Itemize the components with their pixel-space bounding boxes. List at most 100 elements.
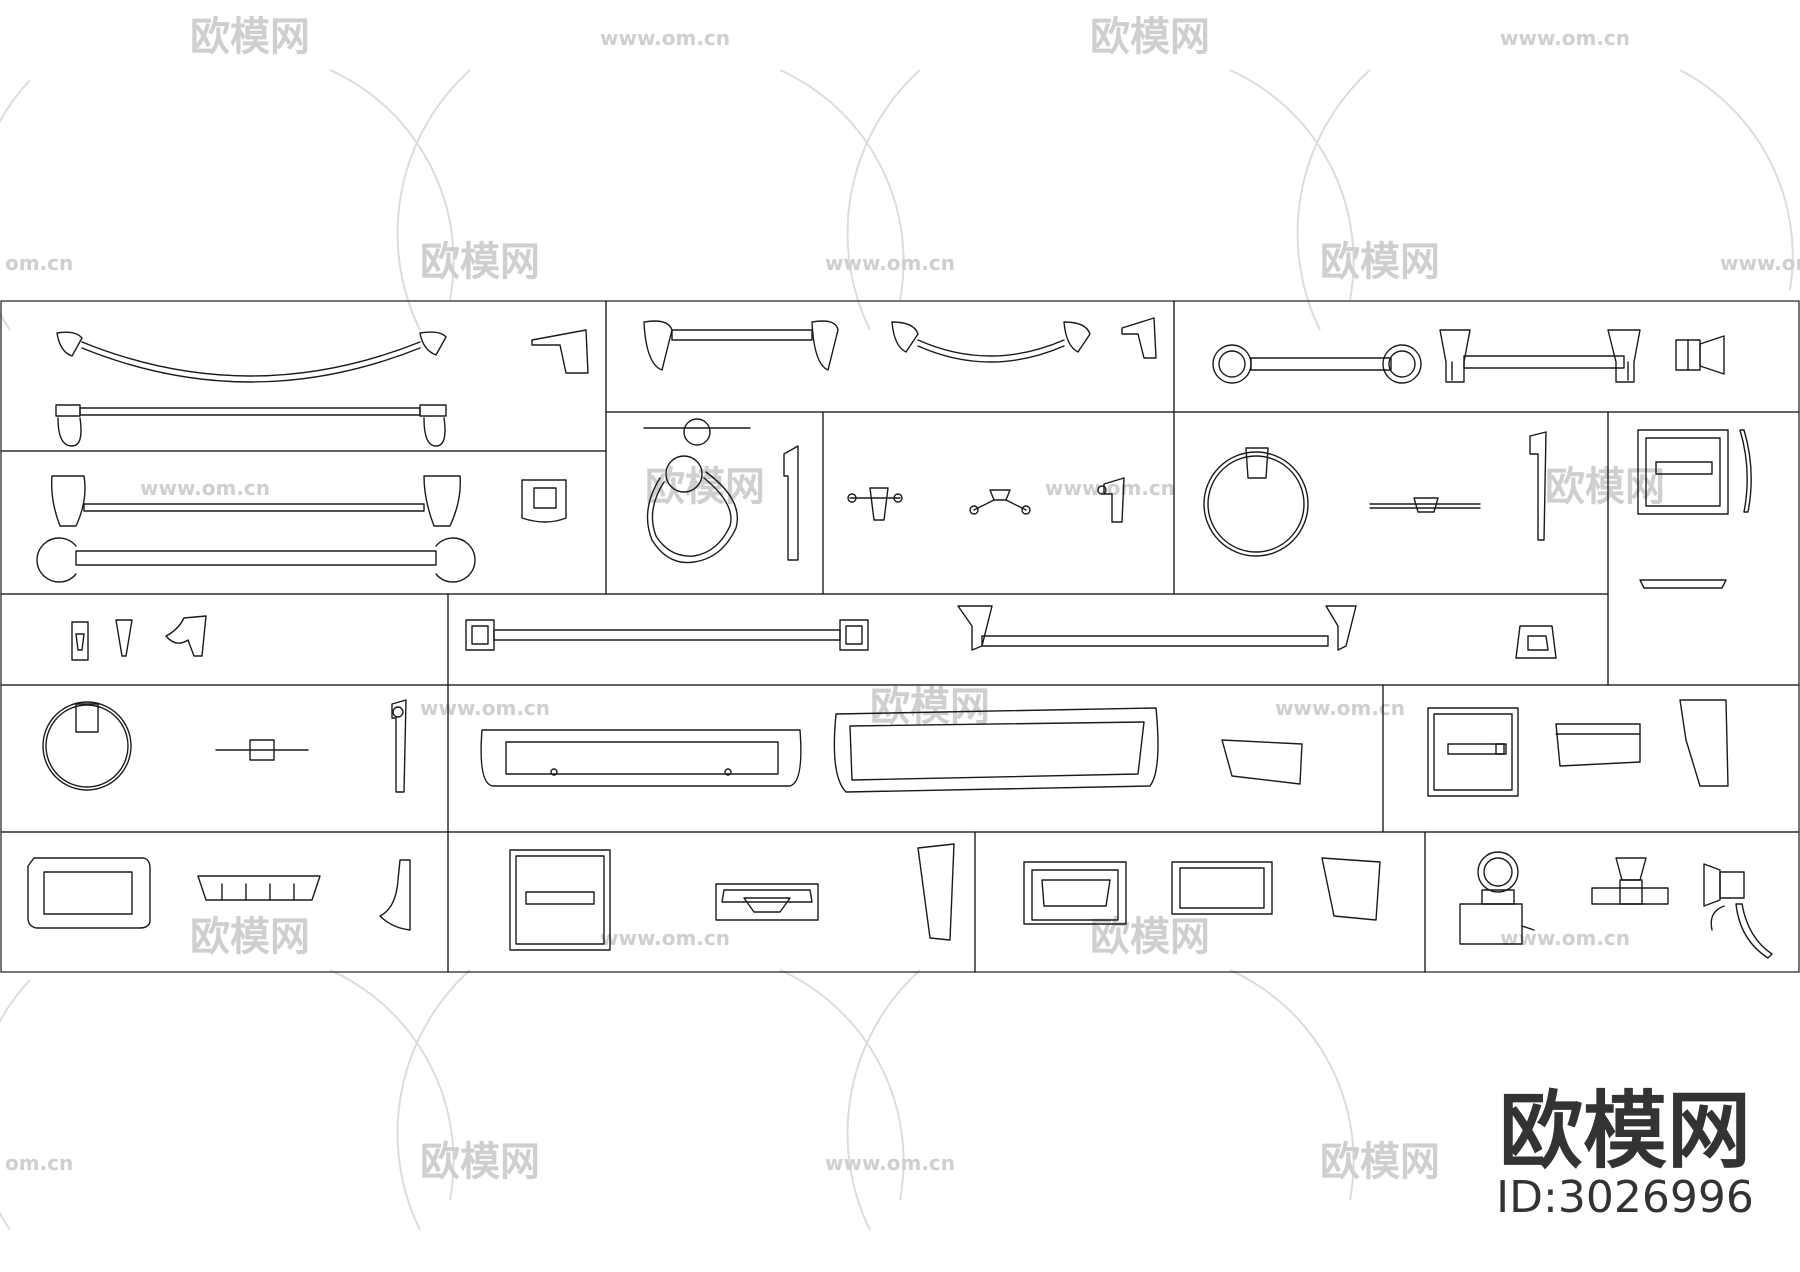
ring-with-square-mount xyxy=(42,701,132,791)
recessed-soap-side xyxy=(1321,857,1381,921)
recessed-paper-holder xyxy=(1637,429,1729,515)
watermark-url: www.om.cn xyxy=(1500,26,1630,50)
mid-towel-bar xyxy=(643,320,839,371)
panel-towel-ring-b xyxy=(1173,411,1609,595)
panel-long-bars xyxy=(0,450,607,595)
watermark-url: www.om.cn xyxy=(600,926,730,950)
panel-grid xyxy=(0,300,1800,973)
watermark-swoosh xyxy=(396,969,471,1231)
cup-mount-holder xyxy=(1591,857,1669,905)
watermark-url: www.om.cn xyxy=(825,1151,955,1175)
grab-bar-frame xyxy=(833,707,1159,793)
robe-hook-side xyxy=(1097,477,1125,523)
watermark-url: www.om.cn xyxy=(1275,696,1405,720)
watermark-swoosh xyxy=(329,969,455,1201)
panel-paper-holder-b xyxy=(1382,684,1800,833)
watermark-url: www.om.cn xyxy=(1720,251,1800,275)
round-mount-holder xyxy=(1459,851,1535,945)
panel-towel-bars-a xyxy=(0,300,607,452)
recessed-soap-box xyxy=(1171,861,1273,915)
small-hook-front xyxy=(71,621,89,661)
panel-holder-set xyxy=(1424,831,1800,973)
tapered-bracket xyxy=(1515,625,1557,659)
watermark-brand: 欧模网 xyxy=(1090,14,1210,60)
watermark-swoosh xyxy=(1679,69,1794,291)
panel-towel-bars-b xyxy=(605,300,1175,413)
watermark-brand: 欧模网 xyxy=(420,239,540,285)
bar-end-bracket xyxy=(521,479,567,523)
watermark-brand: 欧模网 xyxy=(190,14,310,60)
watermark-brand: 欧模网 xyxy=(870,684,990,730)
recessed-soap-front xyxy=(1023,861,1127,925)
watermark-url: www.om.cn xyxy=(1045,476,1175,500)
recessed-holder-front xyxy=(509,849,611,951)
panel-paper-holder-a xyxy=(1607,411,1800,686)
watermark-swoosh xyxy=(1229,969,1355,1201)
brand-mark-id: ID:3026996 xyxy=(1496,1172,1754,1223)
watermark-brand: 欧模网 xyxy=(645,464,765,510)
watermark-swoosh xyxy=(779,969,905,1201)
square-hook-side xyxy=(391,699,407,793)
watermark-swoosh xyxy=(779,69,905,301)
soap-dish-top xyxy=(27,857,151,929)
fixture-drawings xyxy=(27,317,1773,959)
curved-mid-bar xyxy=(891,321,1091,363)
watermark-url: www.om.cn xyxy=(420,696,550,720)
paper-holder-side xyxy=(1739,429,1752,513)
recessed-paper-holder-b xyxy=(1427,707,1519,797)
hook-side-holder xyxy=(1703,863,1773,959)
watermark-url-short: om.cn xyxy=(5,251,73,275)
round-towel-ring xyxy=(1203,447,1309,557)
long-towel-bar xyxy=(50,475,461,527)
panel-small-hooks xyxy=(0,593,449,686)
small-hook-cone xyxy=(115,619,133,657)
grab-bar-front xyxy=(480,729,802,787)
watermark-url-short: om.cn xyxy=(5,1151,73,1175)
round-end-bar xyxy=(36,537,476,583)
watermark-swoosh xyxy=(329,69,455,301)
angled-robe-hook xyxy=(969,489,1031,515)
towel-ring-front xyxy=(643,418,751,564)
watermark-brand: 欧模网 xyxy=(420,1139,540,1185)
paper-holder-slot xyxy=(1639,579,1727,589)
watermark-swoosh xyxy=(1296,69,1371,331)
watermark-brand: 欧模网 xyxy=(190,914,310,960)
watermark-url: www.om.cn xyxy=(825,251,955,275)
brand-mark: 欧模网 ID:3026996 xyxy=(1496,1082,1754,1223)
watermark-swoosh xyxy=(846,969,921,1231)
watermark-url: www.om.cn xyxy=(600,26,730,50)
watermark-brand: 欧模网 xyxy=(1320,239,1440,285)
paper-box xyxy=(1555,723,1641,767)
watermark-swoosh xyxy=(396,69,471,331)
soap-dish-side xyxy=(379,859,411,931)
tapered-end-bar xyxy=(957,605,1357,651)
mid-bar-bracket xyxy=(1121,317,1157,359)
small-hook-side xyxy=(165,615,207,657)
watermark-url: www.om.cn xyxy=(140,476,270,500)
watermark-url: www.om.cn xyxy=(1500,926,1630,950)
bar-side-bracket xyxy=(531,329,589,374)
cup-end-side xyxy=(1675,335,1725,375)
watermark-text-layer: 欧模网 www.om.cn 欧模网 www.om.cn om.cn 欧模网 ww… xyxy=(5,14,1800,1185)
double-robe-hook xyxy=(847,487,903,521)
recessed-soap-tray xyxy=(715,883,819,921)
cup-end-rail xyxy=(1439,329,1641,383)
round-end-rail xyxy=(1212,344,1422,384)
square-end-bar xyxy=(465,619,869,651)
watermark-brand: 欧模网 xyxy=(1090,914,1210,960)
watermark-brand: 欧模网 xyxy=(1545,464,1665,510)
towel-ring-side xyxy=(783,445,799,561)
straight-towel-bar xyxy=(55,404,447,447)
watermark-swoosh xyxy=(0,79,31,331)
watermark-layer xyxy=(0,69,1794,1231)
wide-hook-top xyxy=(1369,497,1481,513)
recessed-holder-side xyxy=(917,843,955,941)
paper-box-side xyxy=(1679,699,1729,787)
watermark-swoosh xyxy=(0,979,31,1231)
square-hook-front xyxy=(215,739,309,761)
watermark-brand: 欧模网 xyxy=(1320,1139,1440,1185)
watermark-swoosh xyxy=(1229,69,1355,301)
panel-robe-hooks-a xyxy=(822,411,1175,595)
panel-recessed-holders xyxy=(447,831,976,973)
